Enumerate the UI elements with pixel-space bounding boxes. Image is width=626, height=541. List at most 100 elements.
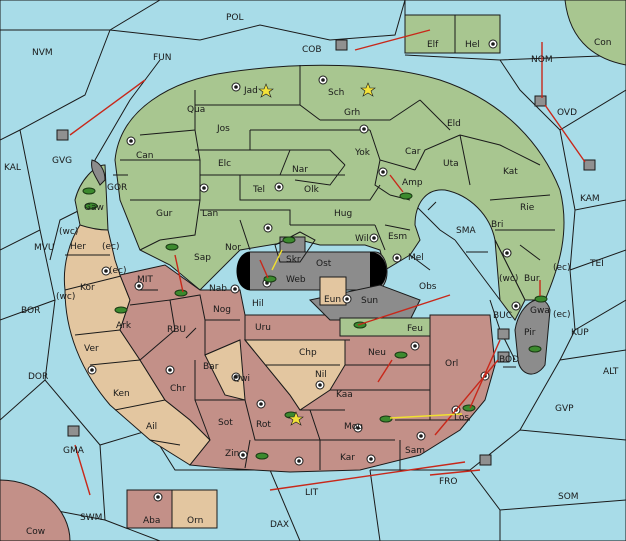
label-kal: KAL — [4, 163, 21, 173]
label-web: Web — [286, 275, 306, 285]
label-los: Los — [454, 413, 469, 423]
label-gvg: GVG — [52, 156, 72, 166]
label-cow: Cow — [26, 527, 45, 537]
label-orn: Orn — [187, 516, 203, 526]
label-bor: BOR — [21, 306, 40, 316]
label-ver: Ver — [84, 344, 99, 354]
label-skr: Skr — [286, 255, 301, 265]
label-yok: Yok — [354, 148, 371, 158]
label-sma: SMA — [456, 226, 476, 236]
province-sun[interactable] — [308, 284, 421, 321]
label-mou: Mou — [344, 422, 363, 432]
province-chp-nil[interactable] — [243, 339, 346, 411]
province-pir[interactable] — [514, 299, 551, 375]
black-cap-east — [370, 252, 387, 290]
label-som: SOM — [558, 492, 579, 502]
label-rie: Rie — [520, 203, 535, 213]
label-esm: Esm — [388, 232, 407, 242]
label-grh: Grh — [344, 108, 360, 118]
label-ovd: OVD — [557, 108, 577, 118]
label-can: Can — [136, 151, 154, 161]
support-arrows — [271, 249, 463, 419]
order-arrows — [69, 29, 586, 496]
label-eld: Eld — [447, 119, 461, 129]
label-nor: Nor — [225, 243, 241, 253]
label-amp: Amp — [402, 178, 423, 188]
label-mvu: MVU — [34, 243, 55, 253]
label-mel: Mel — [408, 253, 424, 263]
label-chp: Chp — [299, 348, 317, 358]
label-gvp: GVP — [555, 404, 574, 414]
label-gor: GOR — [107, 183, 127, 193]
label-gwa: Gwa — [530, 306, 550, 316]
label-kup: KUP — [571, 328, 589, 338]
label-chr: Chr — [170, 384, 186, 394]
passage-arrows — [113, 174, 516, 368]
label-elf: Elf — [427, 40, 439, 50]
province-web-ost[interactable] — [238, 251, 388, 291]
army-units[interactable] — [82, 187, 548, 460]
label-wc3: (wc) — [56, 292, 75, 302]
province-qwi[interactable] — [204, 339, 246, 401]
label-ken: Ken — [113, 389, 130, 399]
label-con: Con — [594, 38, 612, 48]
green-landmass[interactable] — [114, 64, 565, 301]
label-hel: Hel — [465, 40, 480, 50]
label-rot: Rot — [256, 420, 271, 430]
label-pol: POL — [226, 13, 244, 23]
label-cob: COB — [302, 45, 322, 55]
label-ec1: (ec) — [102, 242, 120, 252]
province-gor-tip — [91, 159, 106, 186]
label-ark: Ark — [116, 321, 132, 331]
label-wc1: (wc) — [59, 227, 78, 237]
label-sch: Sch — [328, 88, 344, 98]
label-bri: Bri — [491, 220, 503, 230]
label-ec4: (ec) — [553, 310, 571, 320]
label-gma: GMA — [63, 446, 85, 456]
label-nog: Nog — [213, 305, 231, 315]
label-tel: Tel — [252, 185, 265, 195]
label-nab: Nab — [209, 284, 227, 294]
tan-borders — [64, 254, 181, 446]
label-bar: Bar — [203, 362, 219, 372]
skr-border — [274, 231, 316, 263]
label-orl: Orl — [445, 359, 458, 369]
label-nvm: NVM — [32, 48, 53, 58]
province-eun-top[interactable] — [319, 276, 347, 306]
label-aba: Aba — [143, 516, 160, 526]
label-uru: Uru — [255, 323, 271, 333]
label-mit: MIT — [137, 275, 153, 285]
label-obs: Obs — [419, 282, 437, 292]
label-gur: Gur — [156, 209, 173, 219]
province-orn[interactable] — [171, 489, 218, 529]
label-qua: Qua — [187, 105, 205, 115]
fleet-units[interactable] — [56, 39, 596, 466]
label-fun: FUN — [153, 53, 172, 63]
label-jad: Jad — [243, 86, 258, 96]
label-dor: DOR — [28, 372, 48, 382]
label-wil: Wil — [355, 234, 369, 244]
labels: POL Elf Hel Con COB NVM FUN NOM OVD Jad … — [4, 13, 619, 537]
green-borders — [120, 65, 555, 271]
label-jos: Jos — [216, 124, 230, 134]
label-sam: Sam — [405, 446, 425, 456]
label-car: Car — [405, 147, 421, 157]
tan-landmass[interactable] — [63, 224, 211, 466]
label-zin: Zin — [225, 449, 239, 459]
label-hil: Hil — [252, 299, 264, 309]
label-ost: Ost — [316, 259, 332, 269]
label-kat: Kat — [503, 167, 518, 177]
label-bur: Bur — [524, 274, 540, 284]
label-swm: SWM — [80, 513, 102, 523]
label-lit: LIT — [305, 488, 319, 498]
label-kor: Kor — [80, 283, 95, 293]
province-bur-gwa[interactable] — [494, 239, 526, 321]
label-kam: KAM — [580, 194, 600, 204]
label-ec3: (ec) — [109, 266, 127, 276]
label-her: Her — [70, 242, 86, 252]
label-nar: Nar — [292, 165, 308, 175]
label-elc: Elc — [218, 159, 231, 169]
label-ec2: (ec) — [553, 263, 571, 273]
label-lan: Lan — [202, 209, 218, 219]
